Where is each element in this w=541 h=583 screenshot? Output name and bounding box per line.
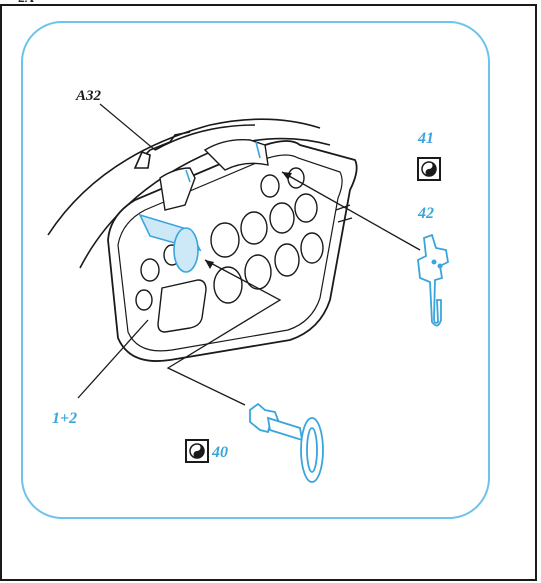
step-number: 2A [18, 0, 34, 6]
label-part-42: 42 [417, 205, 434, 222]
part-42 [417, 233, 449, 327]
part-40 [249, 402, 324, 483]
label-a32: A32 [75, 88, 102, 104]
leader-lines [77, 171, 421, 406]
glue-circle-icon [417, 157, 441, 181]
page-frame [0, 4, 537, 581]
label-part-1-2: 1+2 [52, 410, 77, 427]
instrument-panel-part [107, 139, 358, 362]
part-1-2-decal [173, 227, 199, 273]
label-part-40: 40 [211, 444, 228, 461]
glue-circle-icon [185, 439, 209, 463]
a32-leader-line [99, 103, 156, 151]
label-part-41: 41 [417, 130, 434, 147]
